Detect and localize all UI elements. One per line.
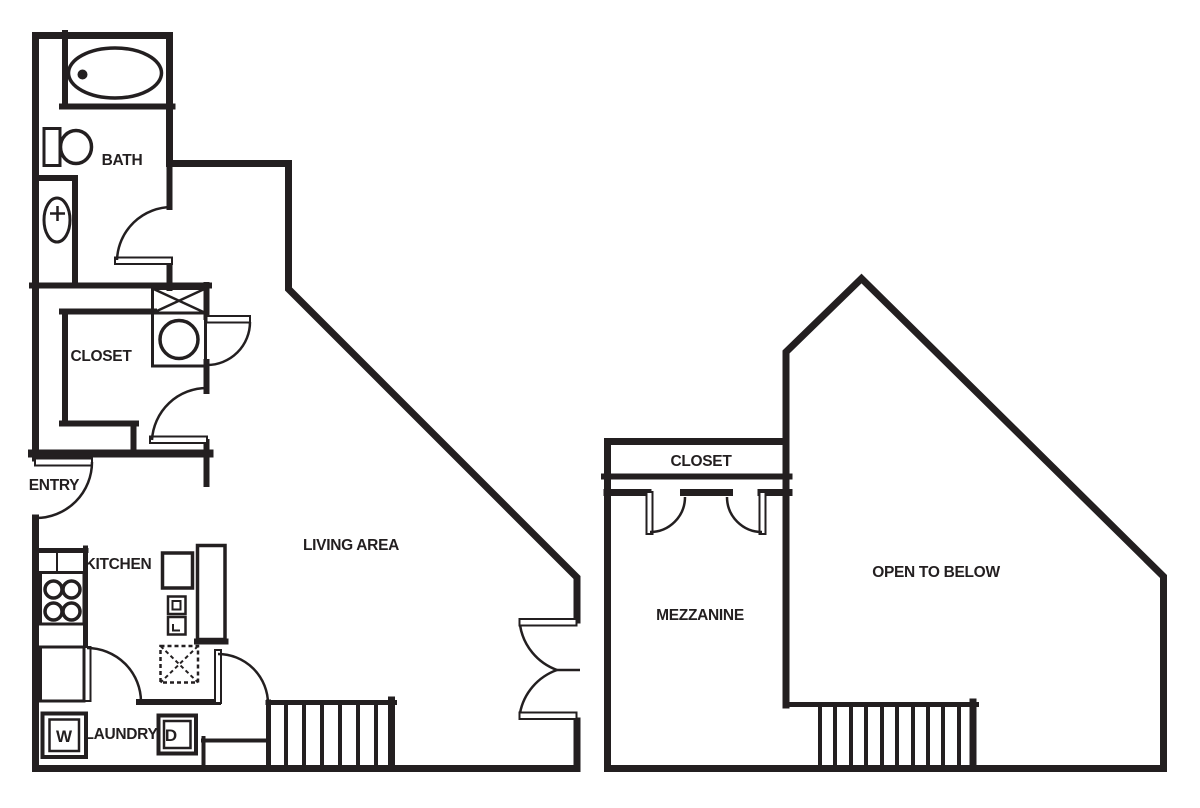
door-swing-arc [35, 461, 94, 520]
door-swing-arc [518, 624, 558, 672]
door-leaf [518, 618, 578, 627]
water-heater-icon [158, 318, 200, 361]
entry-label: ENTRY [29, 477, 80, 494]
burner-icon [61, 601, 82, 622]
dryer-label: D [165, 726, 177, 745]
sink-icon [42, 196, 72, 244]
kitchen-hall-door [83, 646, 143, 703]
laundry-label: LAUNDRY [84, 726, 158, 743]
left-unit-plan: BATH CLOSET ENTRY KITCHEN LIVING AREA LA… [28, 30, 581, 772]
exterior-wall-lower-path [32, 514, 581, 772]
appliance-knob-icon [171, 600, 182, 611]
shelf-x-icon [151, 287, 207, 315]
door-swing-arc [518, 668, 558, 714]
left-unit-exterior-walls [32, 32, 581, 772]
water-heater-box-icon [151, 311, 207, 368]
door-leaf [114, 256, 173, 265]
door-leaf [83, 646, 92, 702]
bathroom-fixtures [42, 46, 164, 244]
living-area-label: LIVING AREA [303, 537, 399, 554]
wall-oven-icon [160, 551, 195, 590]
left-unit-interior-walls [28, 30, 270, 770]
washer-label: W [56, 727, 73, 746]
dryer-inner-icon [162, 719, 192, 750]
closet-double-doors [645, 491, 767, 535]
burner-icon [61, 579, 82, 600]
toilet-bowl-icon [58, 128, 94, 166]
dishwasher-x-icon [159, 645, 199, 684]
appliance-mark-icon [172, 624, 180, 632]
door-swing-arc [725, 496, 763, 534]
appliance-box-icon [166, 615, 187, 636]
utility-stack [151, 287, 207, 368]
dryer-box-icon [156, 713, 198, 756]
entry-door [34, 457, 94, 520]
left-unit-stairs [265, 696, 397, 772]
door-leaf [518, 711, 578, 720]
hall-door [205, 315, 252, 367]
exterior-wall-upper-path [32, 32, 581, 624]
dishwasher-icon [159, 644, 200, 684]
washer-inner-icon [48, 718, 81, 753]
door-swing-arc [217, 652, 270, 705]
stairs-treads [818, 705, 961, 768]
kitchen-label: KITCHEN [85, 556, 152, 573]
door-leaf [34, 457, 93, 467]
door-swing-arc [649, 496, 687, 534]
door-leaf [205, 315, 251, 324]
living-double-doors [518, 618, 580, 720]
left-unit-labels: BATH CLOSET ENTRY KITCHEN LIVING AREA LA… [29, 152, 400, 746]
door-leaf [758, 491, 767, 535]
closet-door [149, 386, 208, 444]
door-leaf [149, 435, 208, 444]
stairs-treads [284, 704, 378, 768]
right-unit-plan: CLOSET MEZZANINE OPEN TO BELOW [601, 273, 1167, 772]
left-unit-doors [34, 205, 580, 720]
door-swing-arc [115, 205, 173, 261]
door-swing-arc [150, 386, 208, 441]
door-swing-arc [86, 646, 143, 703]
exterior-outline-path [604, 273, 1167, 772]
closet-label: CLOSET [70, 348, 132, 365]
laundry-fixtures [40, 711, 198, 759]
bath-label: BATH [102, 152, 143, 169]
door-leaf [645, 491, 654, 535]
right-unit-closet [601, 473, 793, 535]
mezzanine-label: MEZZANINE [656, 607, 744, 624]
refrigerator-icon [195, 543, 227, 642]
door-swing-arc [206, 321, 252, 367]
bathtub-icon [66, 46, 164, 100]
upper-closet-label: CLOSET [670, 453, 732, 470]
open-to-below-label: OPEN TO BELOW [872, 564, 1000, 581]
right-unit-stairs [783, 698, 979, 772]
sink-faucet-icon [50, 206, 65, 221]
stair-hall-door [214, 649, 270, 705]
door-leaf [214, 649, 222, 704]
right-unit-labels: CLOSET MEZZANINE OPEN TO BELOW [656, 453, 1001, 624]
range-icon [39, 571, 86, 626]
right-unit-exterior-walls [604, 273, 1167, 772]
bath-door [114, 205, 173, 265]
appliance-box-icon [166, 595, 187, 616]
tub-faucet-icon [77, 69, 88, 80]
washer-box-icon [40, 711, 88, 759]
kitchen-fixtures [39, 543, 227, 703]
